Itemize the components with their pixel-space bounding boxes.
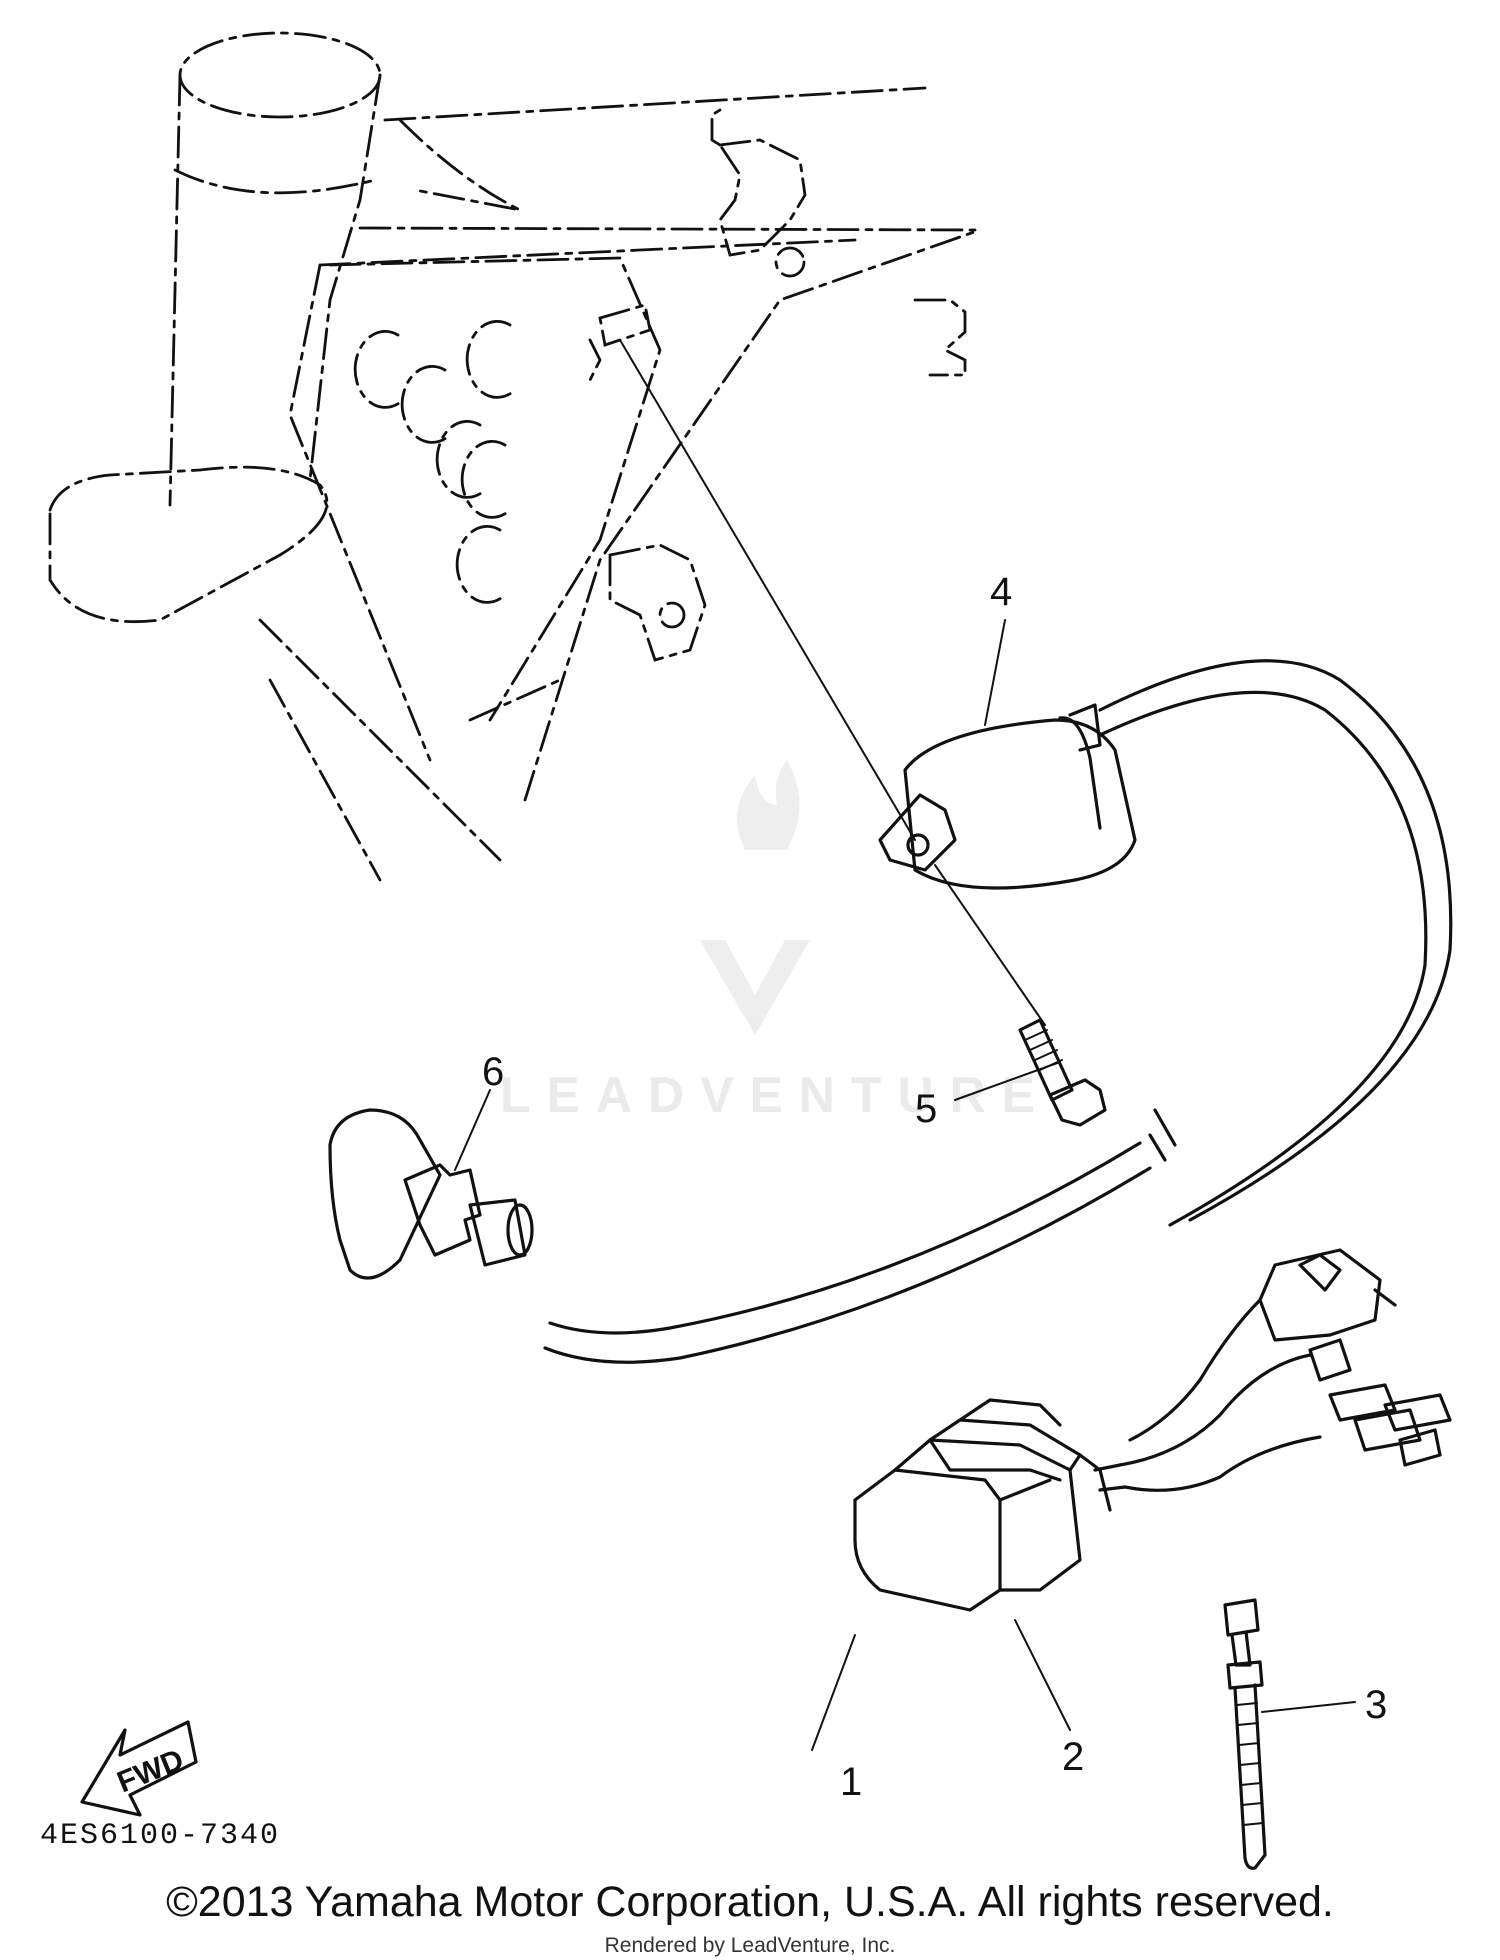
ignition-coil — [878, 659, 1453, 1227]
cable-tie — [1223, 1598, 1267, 1870]
callout-5-leader — [954, 1061, 1061, 1101]
frame — [48, 31, 982, 882]
callout-6: 6 — [482, 1050, 504, 1094]
leadventure-watermark: LEADVENTURE — [500, 760, 1051, 1123]
rendered-by-notice: Rendered by LeadVenture, Inc. — [604, 1934, 896, 1957]
diagram-part-code: 4ES6100-7340 — [40, 1819, 280, 1853]
tie-leader — [1261, 1701, 1356, 1713]
copyright-notice: ©2013 Yamaha Motor Corporation, U.S.A. A… — [166, 1878, 1334, 1926]
bolt — [1018, 1018, 1107, 1127]
cap-leader — [454, 1089, 491, 1171]
callout-1: 1 — [840, 1760, 862, 1804]
callout-4: 4 — [990, 570, 1012, 614]
fwd-arrow-icon: FWD — [80, 1720, 198, 1817]
cdi-unit — [853, 1398, 1112, 1612]
callout-3: 3 — [1365, 1683, 1387, 1727]
callout-5: 5 — [915, 1087, 937, 1131]
callout-2: 2 — [1062, 1735, 1084, 1779]
cdi-wiring — [1093, 1248, 1452, 1492]
bolt-leader — [934, 864, 1046, 1026]
assembly-line — [619, 339, 916, 841]
high-tension-lead — [543, 1108, 1177, 1364]
callout-4-leader — [984, 619, 1006, 726]
watermark-text: LEADVENTURE — [500, 1067, 1051, 1123]
cdi-leader-1 — [811, 1634, 856, 1751]
spark-plug-cap — [328, 1108, 534, 1280]
cdi-leader-2 — [1014, 1619, 1071, 1731]
